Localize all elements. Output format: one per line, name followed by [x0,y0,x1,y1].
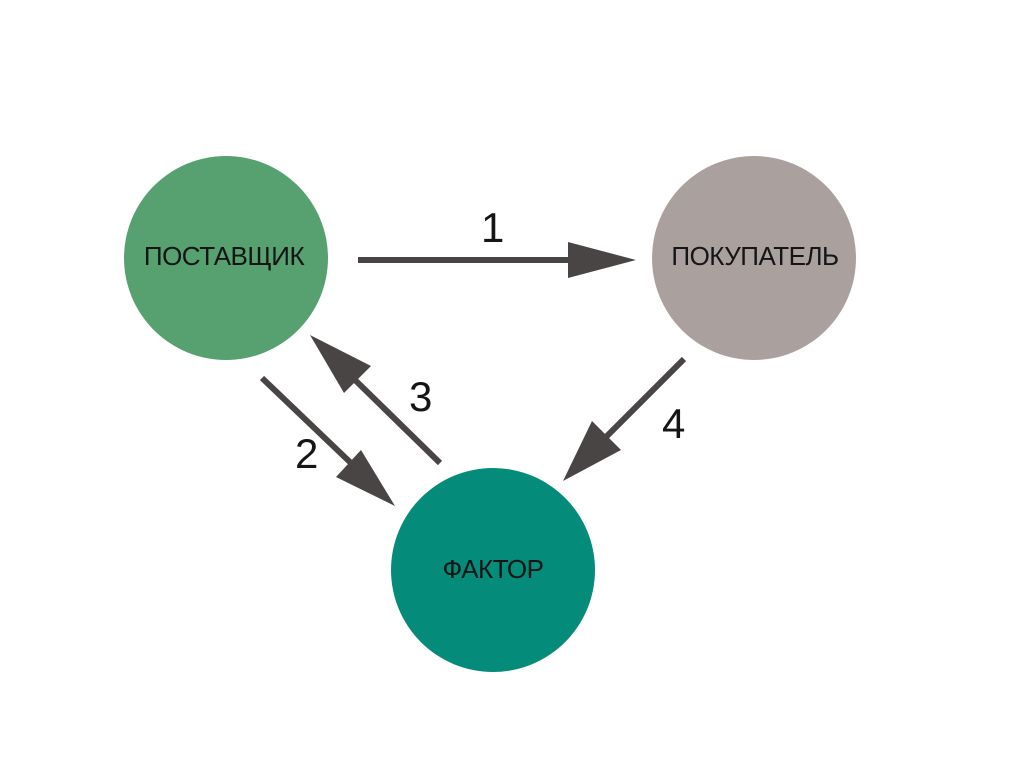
edge-1: 1 [358,204,636,278]
edge-4-arrowhead [563,421,621,481]
node-factor: ФАКТОР [391,468,595,672]
node-buyer-label: ПОКУПАТЕЛЬ [671,241,838,271]
node-buyer: ПОКУПАТЕЛЬ [652,156,856,360]
node-factor-label: ФАКТОР [443,554,544,584]
edge-2-arrowhead [336,450,395,506]
edge-2: 2 [259,375,395,506]
node-supplier: ПОСТАВЩИК [124,156,328,360]
edge-3-shaft [351,376,443,466]
edge-4-label: 4 [662,400,685,447]
node-buyer-circle [652,156,856,360]
edge-4-shaft [603,356,687,440]
edge-1-arrowhead [568,242,636,278]
node-factor-circle [391,468,595,672]
edge-4: 4 [563,356,687,481]
edge-1-label: 1 [481,204,504,251]
edge-3-label: 3 [409,373,432,420]
edge-2-shaft [259,375,355,467]
node-supplier-label: ПОСТАВЩИК [144,241,305,271]
edge-3: 3 [310,335,443,466]
node-supplier-circle [124,156,328,360]
edge-2-label: 2 [295,430,318,477]
edge-3-arrowhead [310,335,371,393]
